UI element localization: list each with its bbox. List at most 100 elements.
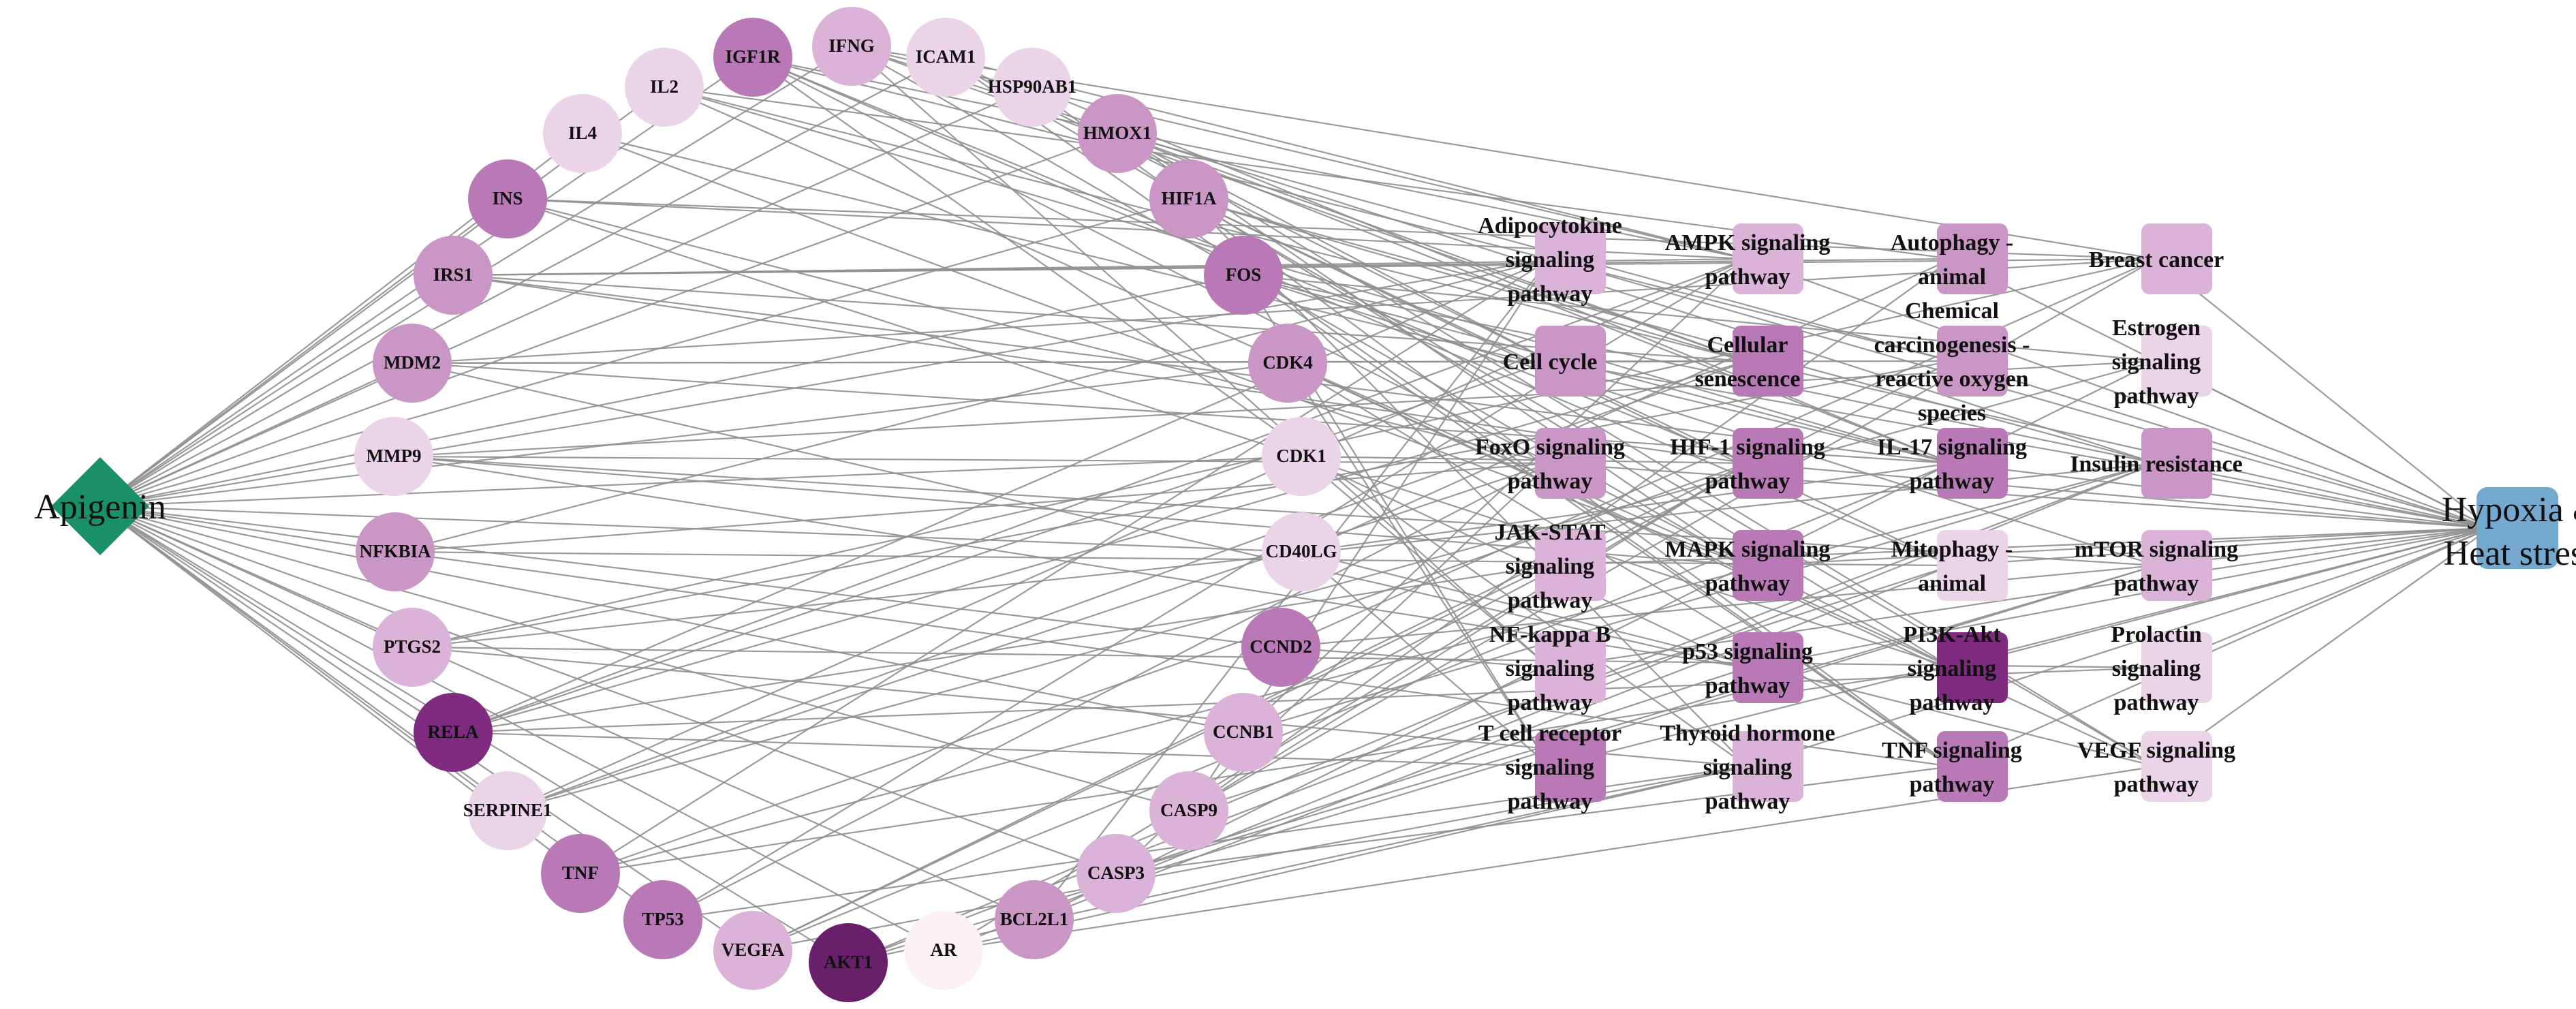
gene-node-mmp9[interactable]: MMP9	[354, 417, 433, 496]
gene-node-ptgs2[interactable]: PTGS2	[373, 608, 452, 687]
gene-node-hsp90ab1[interactable]: HSP90AB1	[988, 48, 1077, 127]
edge-pathway-disease	[2156, 258, 2491, 529]
pathway-label-line: pathway	[1508, 690, 1593, 715]
gene-node-fos[interactable]: FOS	[1204, 236, 1283, 315]
gene-node-ins[interactable]: INS	[468, 159, 547, 238]
pathway-label-line: carcinogenesis -	[1874, 332, 2030, 358]
pathway-label-line: Cell cycle	[1503, 350, 1598, 375]
pathway-label-line: Adipocytokine	[1478, 213, 1622, 238]
disease-node-hypoxia-heat-stress[interactable]: Hypoxia &Heat stress	[2442, 487, 2576, 573]
gene-label: CCND2	[1250, 636, 1312, 657]
gene-node-icam1[interactable]: ICAM1	[906, 18, 985, 97]
pathway-label-line: pathway	[1508, 469, 1593, 494]
gene-circle	[713, 911, 792, 990]
pathway-label-line: pathway	[2114, 571, 2199, 596]
edge-gene-pathway	[848, 765, 1748, 964]
edge-gene-pathway	[1115, 564, 2157, 875]
gene-node-tp53[interactable]: TP53	[623, 880, 702, 959]
pathway-label-line: signaling	[1506, 755, 1594, 780]
pathway-node-insulin-resistance[interactable]: Insulin resistance	[2070, 428, 2243, 499]
pathway-square	[2141, 632, 2212, 703]
gene-node-ar[interactable]: AR	[904, 911, 983, 990]
gene-node-nfkbia[interactable]: NFKBIA	[356, 512, 435, 591]
gene-node-ccnb1[interactable]: CCNB1	[1204, 693, 1283, 772]
pathway-label-line: signaling	[1506, 554, 1594, 579]
gene-node-serpine1[interactable]: SERPINE1	[463, 771, 553, 850]
edge-gene-pathway	[452, 564, 1551, 734]
pathway-square	[1733, 632, 1803, 703]
gene-node-il4[interactable]: IL4	[543, 94, 622, 173]
drug-node-apigenin[interactable]: Apigenin	[34, 457, 166, 555]
edge-gene-pathway	[507, 462, 1551, 812]
gene-node-mdm2[interactable]: MDM2	[373, 324, 452, 403]
edge-gene-pathway	[507, 198, 1551, 465]
pathway-node-autophagy-animal[interactable]: Autophagy -animal	[1891, 223, 2013, 294]
gene-circle	[812, 7, 891, 86]
edge-gene-pathway	[393, 258, 1551, 458]
pathway-label-line: NF-kappa B	[1489, 622, 1611, 647]
gene-node-cd40lg[interactable]: CD40LG	[1262, 512, 1341, 591]
pathway-label-line: pathway	[2114, 690, 2199, 715]
pathway-label-line: animal	[1918, 264, 1986, 290]
gene-label: CD40LG	[1265, 541, 1337, 561]
pathway-node-cell-cycle[interactable]: Cell cycle	[1503, 326, 1606, 397]
gene-node-bcl2l1[interactable]: BCL2L1	[995, 880, 1074, 959]
gene-circle	[1204, 693, 1283, 772]
gene-node-vegfa[interactable]: VEGFA	[713, 911, 792, 990]
gene-node-hif1a[interactable]: HIF1A	[1149, 159, 1228, 238]
pathway-square	[1937, 223, 2008, 294]
pathway-node-breast-cancer[interactable]: Breast cancer	[2089, 223, 2224, 294]
gene-node-igf1r[interactable]: IGF1R	[713, 18, 792, 97]
edge-pathway-disease	[1951, 527, 2491, 567]
edge-gene-pathway	[452, 274, 1748, 362]
gene-label: TP53	[642, 909, 684, 929]
gene-node-cdk4[interactable]: CDK4	[1248, 324, 1327, 403]
gene-node-tnf[interactable]: TNF	[541, 834, 620, 913]
gene-node-cdk1[interactable]: CDK1	[1262, 417, 1341, 496]
gene-node-hmox1[interactable]: HMOX1	[1078, 94, 1157, 173]
gene-circle	[468, 771, 547, 850]
gene-node-rela[interactable]: RELA	[414, 693, 493, 772]
gene-node-irs1[interactable]: IRS1	[414, 236, 493, 315]
pathway-label-line: Estrogen	[2112, 315, 2201, 341]
edge-gene-pathway	[1117, 132, 1953, 362]
gene-node-casp9[interactable]: CASP9	[1149, 771, 1228, 850]
pathway-node-mitophagy-animal[interactable]: Mitophagy -animal	[1891, 530, 2013, 601]
gene-circle	[713, 18, 792, 97]
gene-label: CCNB1	[1213, 721, 1274, 742]
gene-node-casp3[interactable]: CASP3	[1076, 834, 1155, 913]
gene-node-akt1[interactable]: AKT1	[809, 923, 888, 1002]
pathway-label-line: pathway	[1910, 690, 1995, 715]
edge-drug-gene	[99, 57, 946, 507]
edge-drug-gene	[99, 506, 454, 733]
pathway-label-line: AMPK signaling	[1665, 230, 1831, 255]
gene-circle	[993, 48, 1072, 127]
pathway-label-line: signaling	[1506, 656, 1594, 681]
gene-node-il2[interactable]: IL2	[625, 48, 704, 127]
gene-node-ccnd2[interactable]: CCND2	[1241, 608, 1320, 687]
gene-label: IL2	[650, 76, 679, 97]
gene-node-ifng[interactable]: IFNG	[812, 7, 891, 86]
edge-pathway-disease	[1747, 258, 2491, 529]
pathway-node-nf-kappa-b-signaling-pathway[interactable]: NF-kappa B signaling pathway	[1489, 622, 1611, 715]
